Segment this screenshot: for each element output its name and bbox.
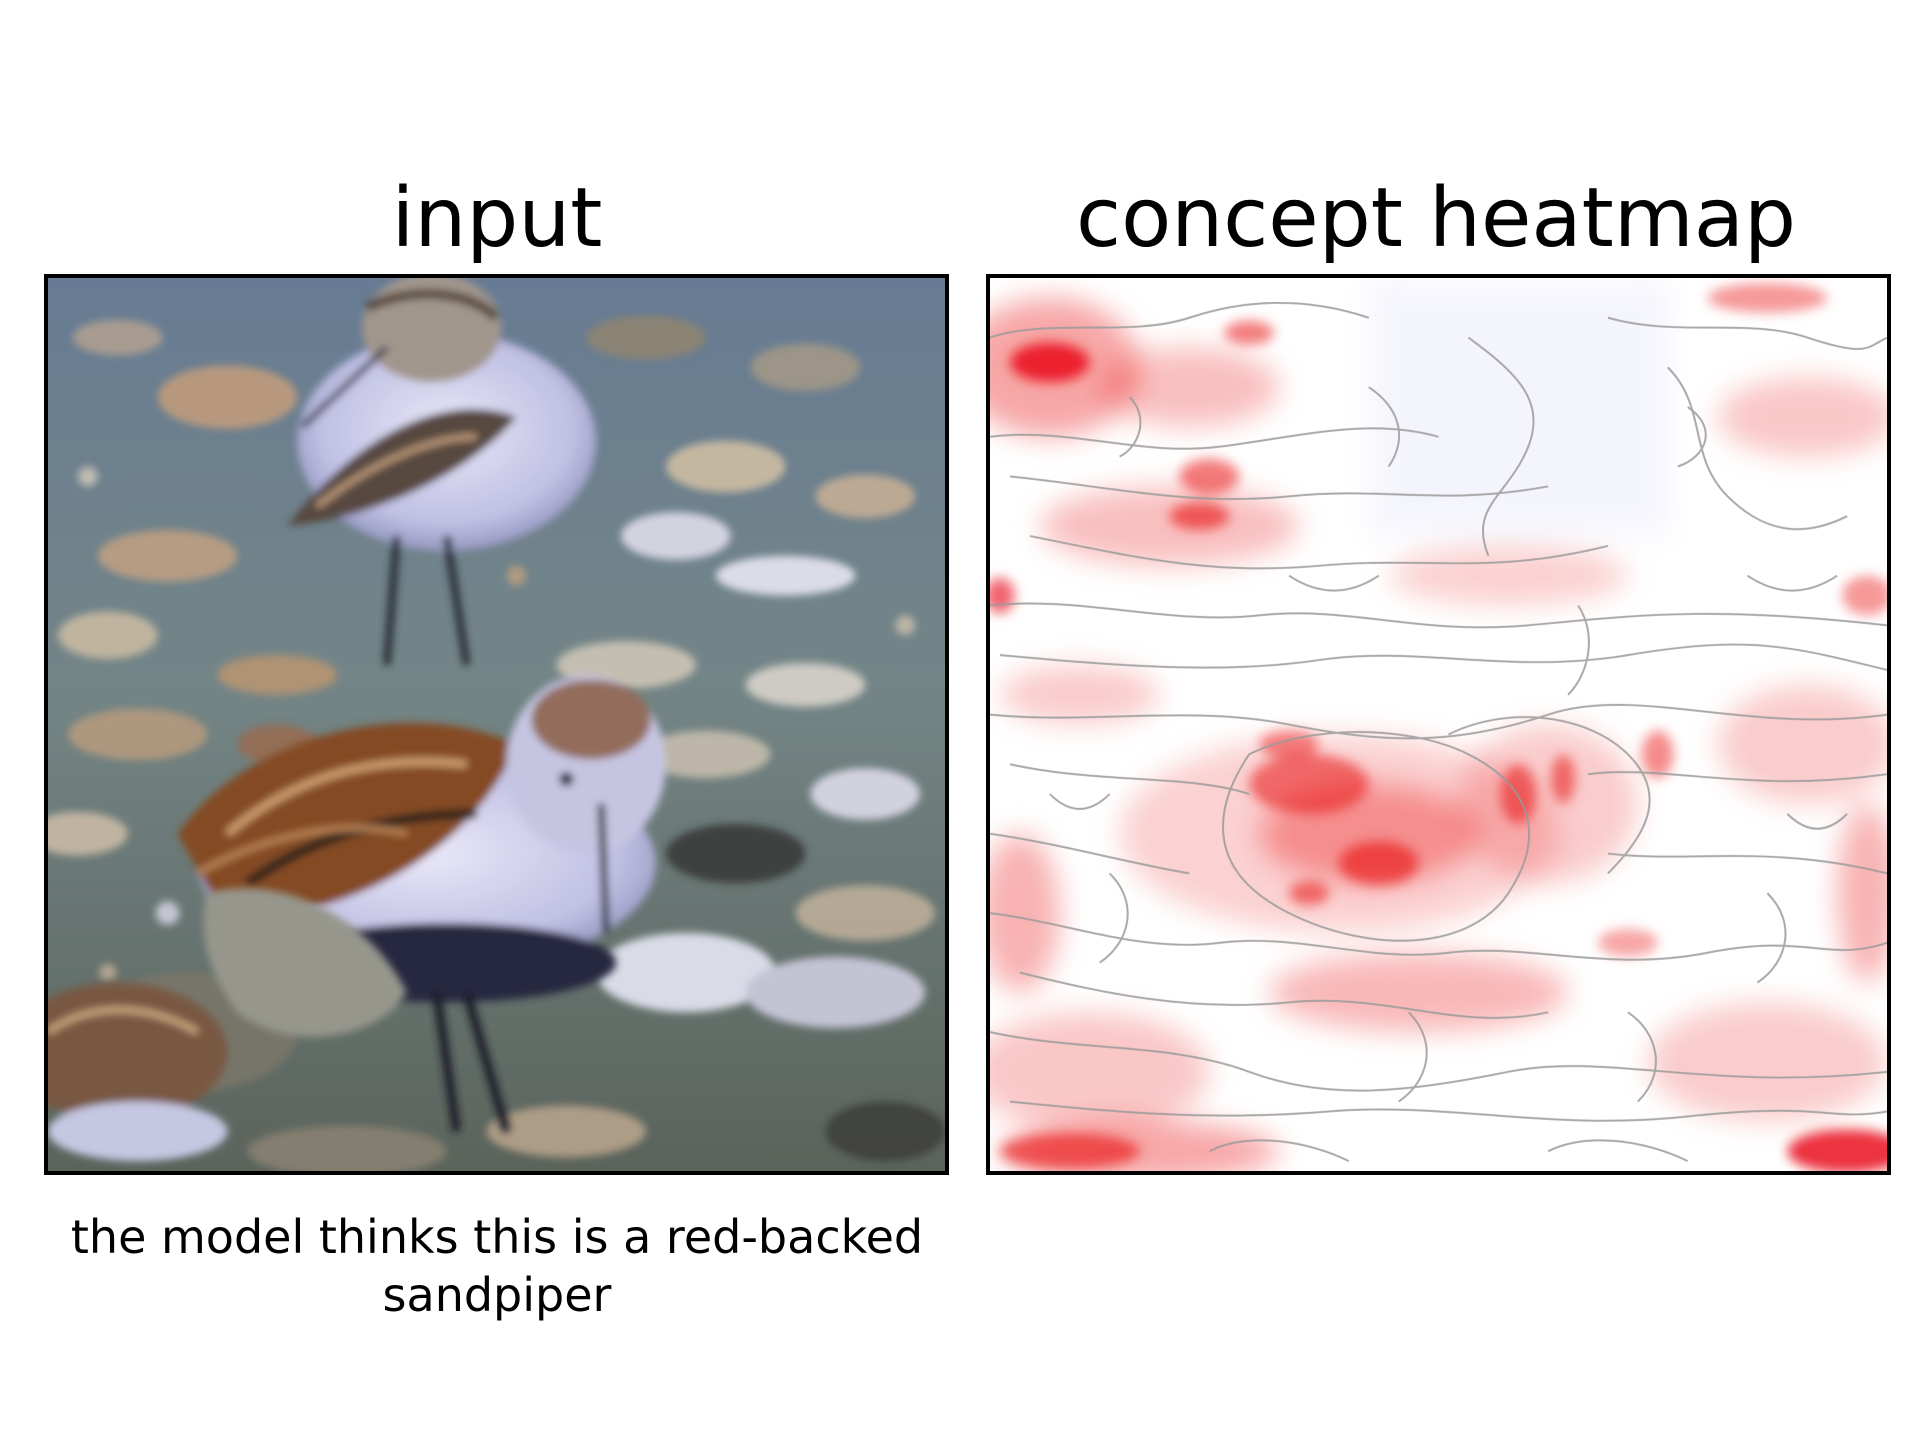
heatmap-overlay — [990, 278, 1887, 1171]
input-panel-title: input — [391, 171, 603, 266]
prediction-caption: the model thinks this is a red-backed sa… — [70, 1210, 924, 1322]
corner-sandpiper — [48, 982, 228, 1162]
bird-photo — [48, 278, 945, 1171]
back-sandpiper — [287, 278, 597, 666]
front-sandpiper — [177, 674, 666, 1133]
edge-contours — [990, 301, 1887, 1162]
heatmap-panel-title: concept heatmap — [1075, 171, 1797, 266]
input-image — [44, 274, 949, 1175]
concept-heatmap — [986, 274, 1891, 1175]
